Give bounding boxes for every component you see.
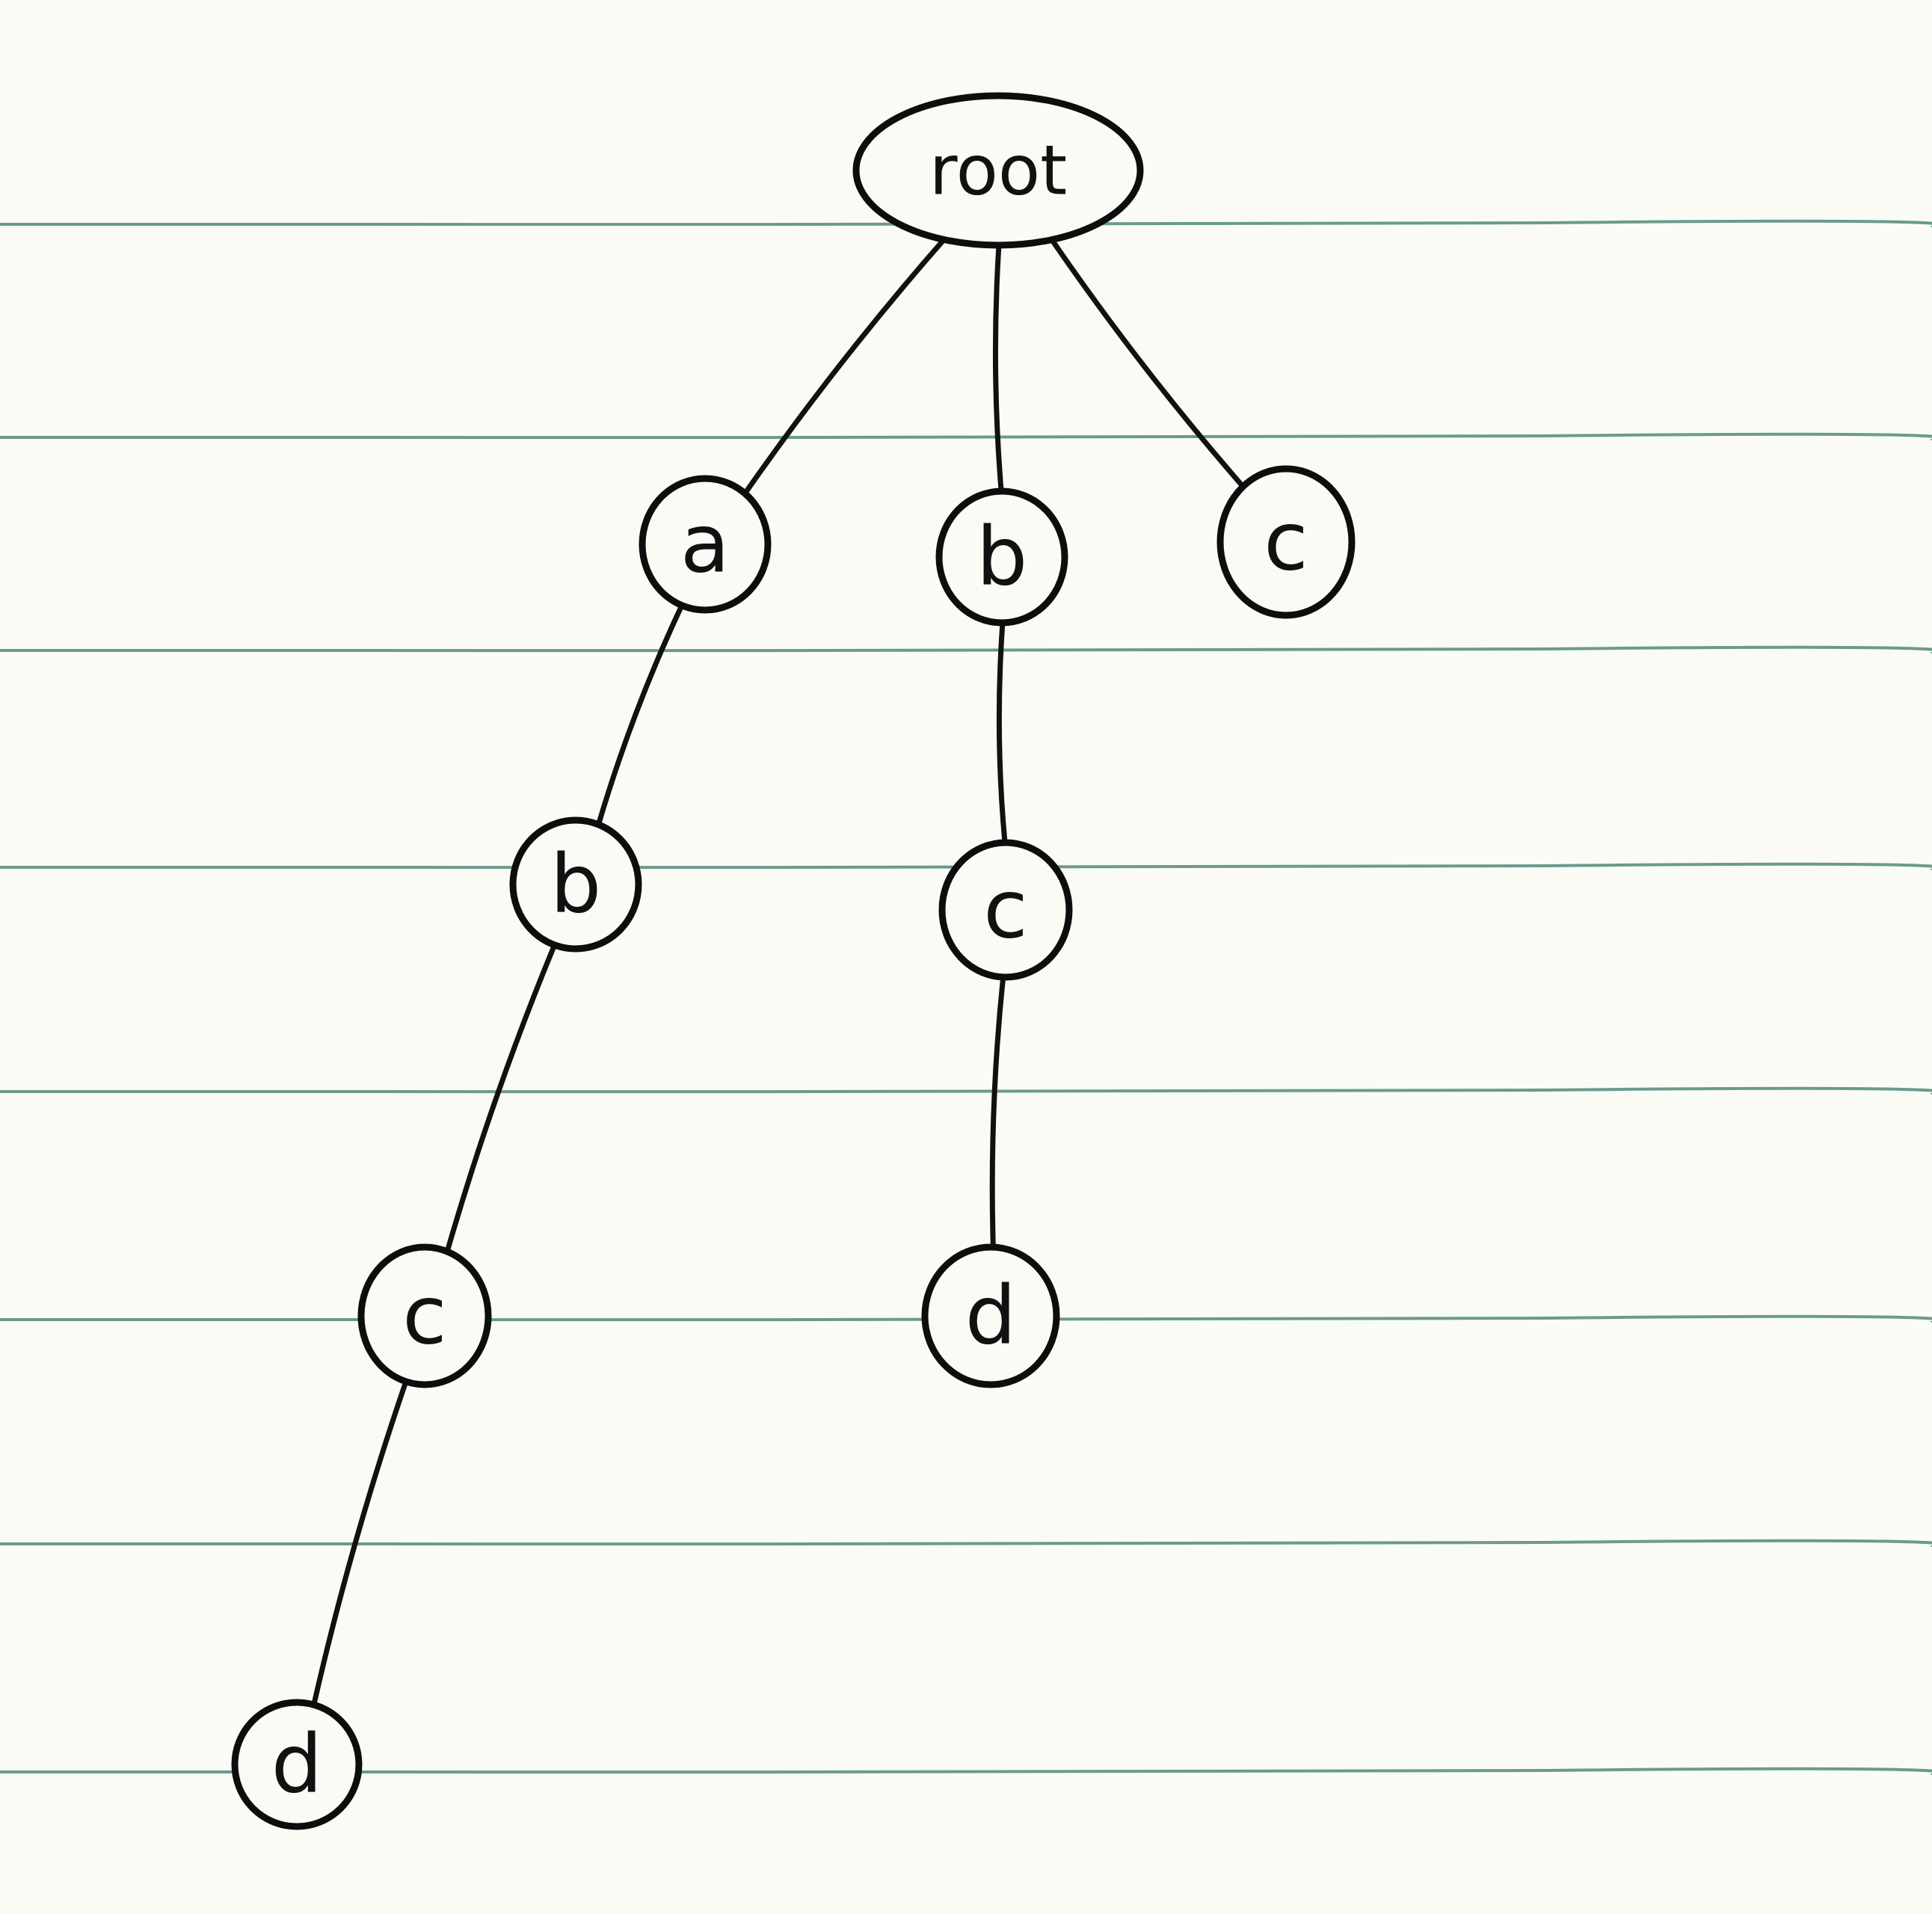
ruled-lines — [0, 219, 1932, 1776]
node-circle — [935, 487, 1068, 627]
edge-root-a1 — [742, 236, 947, 496]
node-label: d — [271, 1718, 323, 1812]
node-d1: d — [231, 1699, 363, 1830]
node-label: b — [976, 511, 1028, 604]
node-circle — [852, 92, 1144, 249]
node-circle — [639, 475, 772, 614]
edge-root-b1 — [992, 242, 1004, 494]
node-label: root — [929, 131, 1067, 211]
node-a1: a — [639, 475, 772, 614]
node-circle — [509, 816, 642, 953]
node-label: c — [983, 864, 1027, 957]
ruled-line — [0, 645, 1932, 654]
ruled-line — [0, 219, 1932, 228]
node-label: c — [1264, 496, 1308, 589]
node-c3: c — [938, 839, 1073, 981]
node-b2: b — [509, 816, 642, 953]
node-c2: c — [357, 1243, 492, 1388]
node-c1: c — [1216, 465, 1356, 619]
node-d2: d — [921, 1243, 1060, 1388]
edge-root-c1 — [1049, 237, 1246, 490]
edge-c3-d2 — [989, 974, 1006, 1250]
node-label: c — [402, 1270, 446, 1363]
edge-c2-d1 — [311, 1379, 409, 1708]
node-circle — [1216, 465, 1356, 619]
node-circle — [921, 1243, 1060, 1388]
edge-a1-b2 — [595, 603, 685, 828]
node-label: a — [680, 498, 730, 591]
node-root: root — [852, 92, 1144, 249]
ruled-line — [0, 432, 1932, 441]
ruled-line — [0, 862, 1932, 871]
node-circle — [231, 1699, 363, 1830]
ruled-line — [0, 1767, 1932, 1776]
tree-nodes: root a b c b c c d d — [231, 92, 1356, 1830]
node-label: d — [965, 1270, 1017, 1363]
node-circle — [357, 1243, 492, 1388]
edge-b2-c2 — [444, 942, 558, 1255]
node-b1: b — [935, 487, 1068, 627]
node-label: b — [550, 838, 602, 932]
tree-edges — [311, 236, 1246, 1708]
ruled-line — [0, 1086, 1932, 1095]
node-circle — [938, 839, 1073, 981]
edge-b1-c3 — [996, 620, 1008, 846]
ruled-line — [0, 1539, 1932, 1548]
